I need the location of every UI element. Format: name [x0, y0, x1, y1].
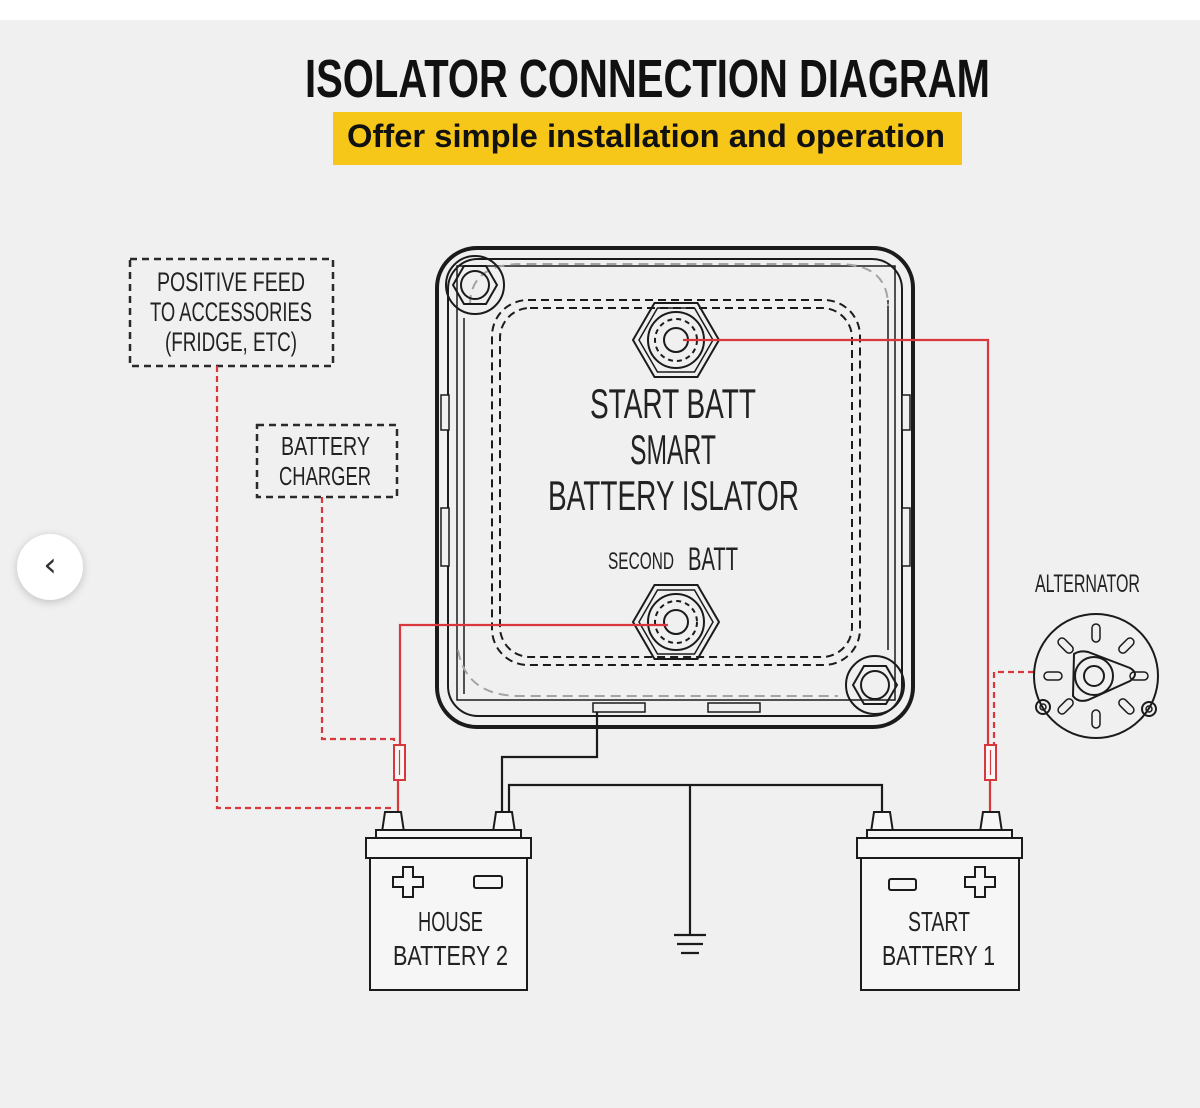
start-fuse-icon	[984, 744, 997, 781]
isolator-tab	[440, 394, 450, 431]
isolator-tab	[440, 507, 450, 567]
isolator-tab	[901, 394, 911, 431]
start-battery-lid	[856, 837, 1023, 859]
house-battery-label-2: BATTERY 2	[393, 940, 508, 971]
negative-bus-wire	[507, 783, 884, 812]
subtitle-text: Offer simple installation and operation	[347, 118, 945, 154]
positive-feed-line-1: POSITIVE FEED	[157, 267, 305, 297]
start-batt-positive-wire	[683, 338, 990, 745]
isolator-lid-outline	[469, 263, 889, 307]
charger-feed-wire	[320, 497, 396, 746]
positive-feed-border	[128, 257, 335, 368]
isolator-tab	[707, 702, 761, 713]
isolator-housing	[456, 265, 896, 701]
house-fuse-icon	[393, 744, 406, 781]
minus-icon	[473, 875, 503, 889]
start-battery: START BATTERY 1	[856, 811, 1023, 991]
isolator-label-battery-isolator: BATTERY ISLATOR	[548, 472, 799, 519]
battery-charger-box: BATTERY CHARGER	[255, 423, 399, 499]
battery-charger-line-2: CHARGER	[279, 461, 371, 491]
alternator-label: ALTERNATOR	[1035, 570, 1140, 598]
alternator-feed-wire	[992, 670, 1034, 746]
mounting-bolt-icon	[445, 255, 505, 315]
isolator-ground-wire	[500, 712, 599, 812]
start-battery-lid-top	[866, 829, 1013, 839]
gallery-prev-button[interactable]: ‹	[17, 534, 83, 600]
house-battery-lid-top	[375, 829, 522, 839]
isolator-face-outline	[491, 299, 861, 666]
isolator-tab	[592, 702, 646, 713]
mounting-bolt-icon	[845, 655, 905, 715]
start-battery-body	[860, 857, 1020, 991]
isolator-outer-frame	[435, 246, 915, 729]
isolator-label-batt: BATT	[688, 541, 738, 577]
start-battery-label-2: BATTERY 1	[882, 940, 995, 971]
isolator-tab	[901, 507, 911, 567]
isolator-lid-outline	[457, 649, 838, 697]
smart-battery-isolator: START BATT SMART BATTERY ISLATOR SECOND …	[435, 246, 915, 729]
positive-feed-line-3: (FRIDGE, ETC)	[165, 327, 297, 357]
positive-feed-line-2: TO ACCESSORIES	[150, 297, 312, 327]
house-battery-lid	[365, 837, 532, 859]
start-battery-label-1: START	[908, 906, 970, 937]
battery-charger-border	[255, 423, 399, 499]
isolator-inner-frame	[447, 258, 903, 717]
battery-charger-line-1: BATTERY	[281, 431, 370, 461]
plus-icon	[964, 866, 996, 898]
isolator-label-smart: SMART	[630, 426, 716, 473]
diagram-title: ISOLATOR CONNECTION DIAGRAM	[305, 49, 990, 109]
accessory-feed-wire	[215, 366, 394, 810]
ground-icon	[674, 933, 706, 955]
positive-feed-box: POSITIVE FEED TO ACCESSORIES (FRIDGE, ET…	[128, 257, 335, 368]
isolator-label-second: SECOND	[608, 548, 674, 575]
alternator: ALTERNATOR	[1033, 570, 1159, 739]
subtitle-banner	[333, 112, 962, 165]
house-battery-label-1: HOUSE	[418, 906, 483, 937]
house-battery: HOUSE BATTERY 2	[365, 811, 532, 991]
chevron-left-icon: ‹	[43, 545, 57, 585]
plus-icon	[392, 866, 424, 898]
second-batt-positive-wire	[398, 623, 668, 745]
isolator-label-start-batt: START BATT	[590, 380, 756, 427]
minus-icon	[888, 878, 917, 891]
alternator-icon	[1033, 613, 1159, 739]
second-batt-terminal-icon	[631, 584, 721, 660]
house-battery-body	[369, 857, 528, 991]
